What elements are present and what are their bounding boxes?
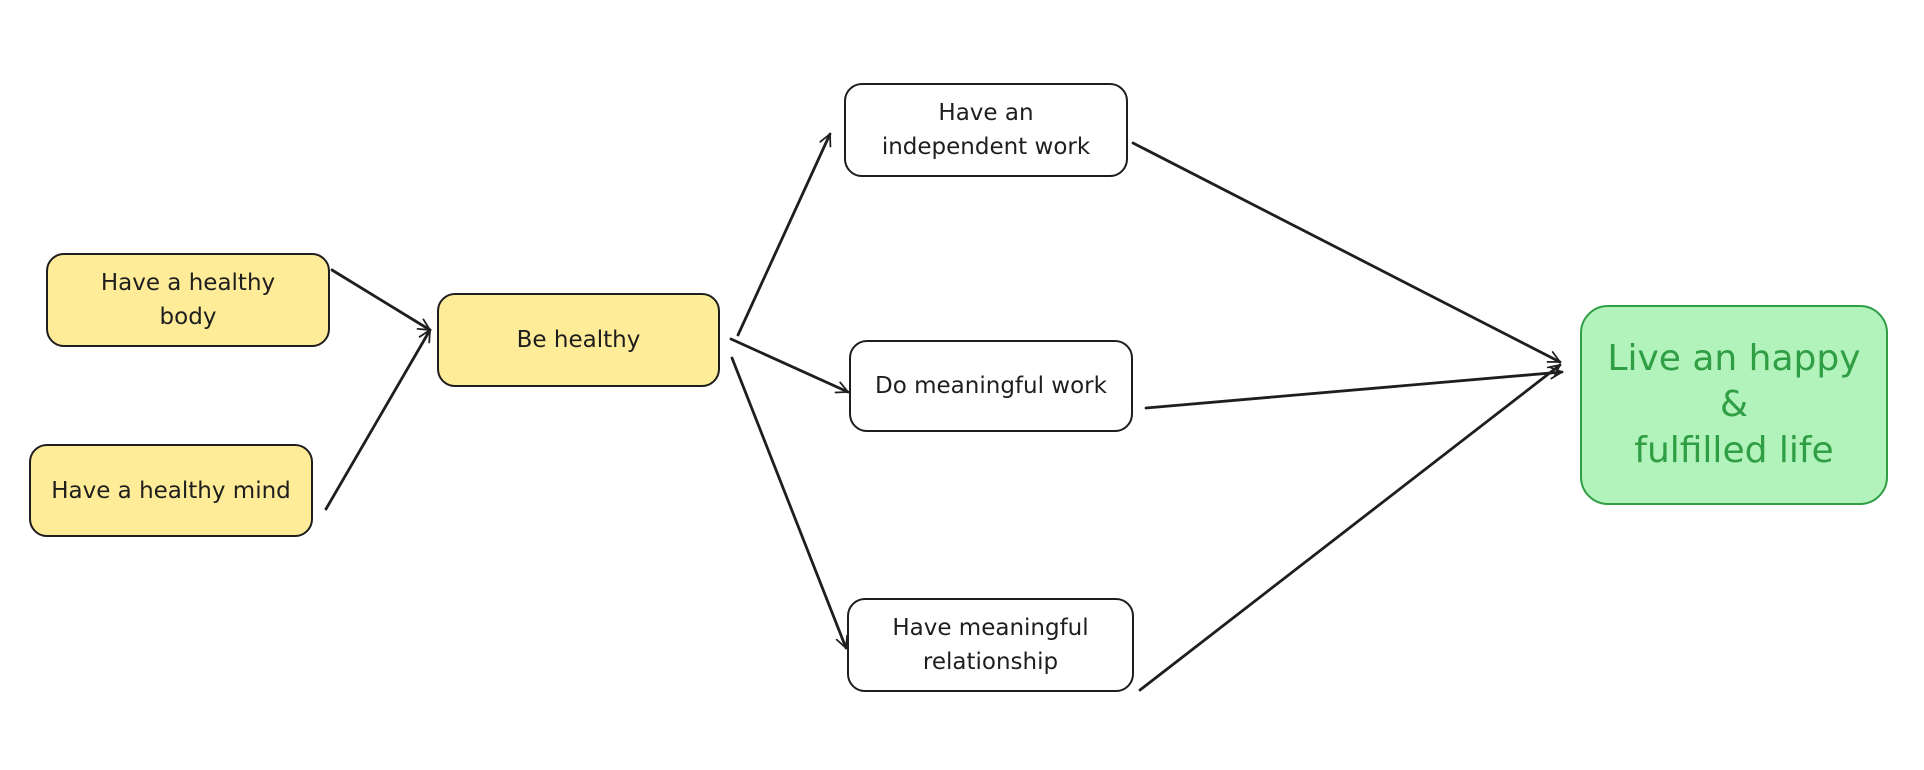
- node-label: Be healthy: [516, 327, 641, 353]
- arrow-body-to-healthy[interactable]: [330, 268, 430, 332]
- node-label: Have a healthy mind: [51, 477, 291, 504]
- arrow-independent-to-life[interactable]: [1131, 141, 1560, 364]
- node-label: Have an independent work: [881, 100, 1091, 160]
- arrow-healthy-to-relationship[interactable]: [730, 356, 846, 648]
- node-label: Do meaningful work: [875, 373, 1107, 399]
- node-independent-work[interactable]: Have an independent work: [844, 83, 1128, 177]
- node-be-healthy[interactable]: Be healthy: [437, 293, 720, 387]
- node-label: Live an happy & fulfilled life: [1607, 338, 1861, 471]
- arrow-meaningful-work-to-life[interactable]: [1144, 372, 1562, 410]
- node-happy-fulfilled-life[interactable]: Live an happy & fulfilled life: [1580, 305, 1888, 505]
- node-have-healthy-body[interactable]: Have a healthy body: [46, 253, 330, 347]
- node-have-healthy-mind[interactable]: Have a healthy mind: [29, 444, 313, 537]
- arrow-healthy-to-independent[interactable]: [736, 134, 832, 337]
- arrow-mind-to-healthy[interactable]: [324, 330, 432, 511]
- arrow-healthy-to-meaningful-work[interactable]: [729, 337, 848, 394]
- node-meaningful-work[interactable]: Do meaningful work: [849, 340, 1133, 432]
- node-meaningful-relationship[interactable]: Have meaningful relationship: [847, 598, 1134, 692]
- node-label: Have a healthy body: [100, 270, 276, 330]
- arrow-relationship-to-life[interactable]: [1138, 363, 1560, 692]
- node-label: Have meaningful relationship: [892, 615, 1089, 675]
